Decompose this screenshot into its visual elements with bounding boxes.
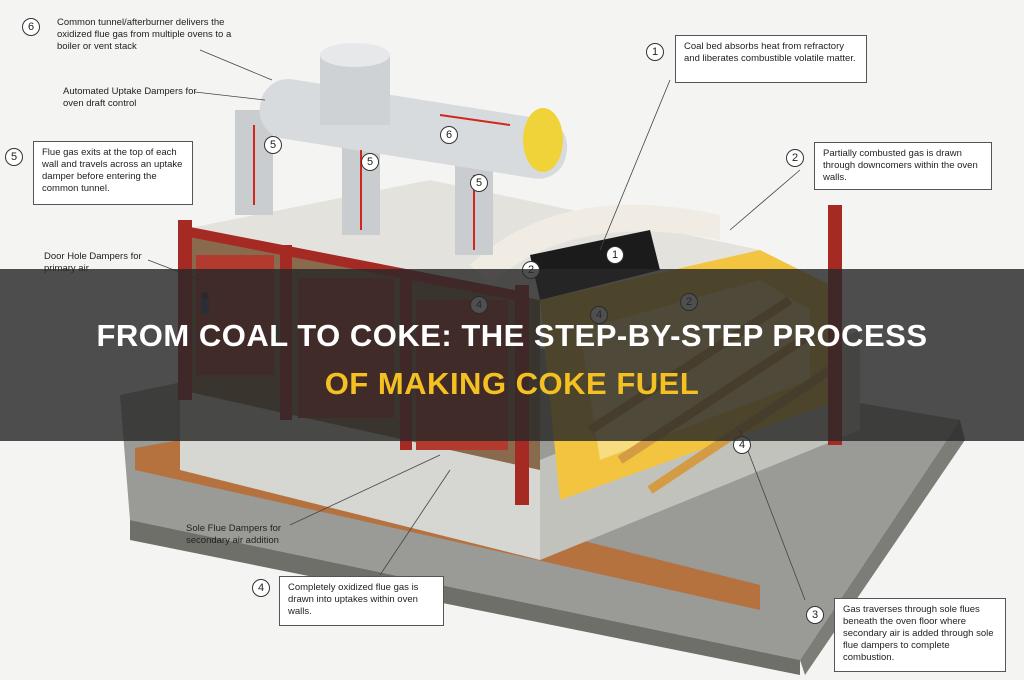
marker-5: 5	[264, 136, 282, 154]
callout-sole-flue-dampers: Sole Flue Dampers for secondary air addi…	[186, 523, 306, 547]
callout-number-3: 3	[806, 606, 824, 624]
callout-uptake-dampers: Automated Uptake Dampers for oven draft …	[63, 86, 213, 110]
page-title-line-1: FROM COAL TO COKE: THE STEP-BY-STEP PROC…	[0, 318, 1024, 354]
callout-coal-bed: Coal bed absorbs heat from refractory an…	[675, 35, 867, 83]
callout-oxidized-gas: Completely oxidized flue gas is drawn in…	[279, 576, 444, 626]
leader-line	[730, 170, 800, 230]
common-tunnel	[256, 75, 572, 183]
tunnel-opening	[523, 108, 563, 172]
callout-number-1: 1	[646, 43, 664, 61]
callout-number-6: 6	[22, 18, 40, 36]
callout-number-4: 4	[252, 579, 270, 597]
title-banner	[0, 269, 1024, 441]
marker-1: 1	[606, 246, 624, 264]
marker-5: 5	[470, 174, 488, 192]
callout-common-tunnel: Common tunnel/afterburner delivers the o…	[57, 17, 237, 53]
callout-number-2: 2	[786, 149, 804, 167]
marker-6-tunnel: 6	[440, 126, 458, 144]
leader-line	[200, 50, 272, 80]
callout-downcomers: Partially combusted gas is drawn through…	[814, 142, 992, 190]
callout-flue-gas-exit: Flue gas exits at the top of each wall a…	[33, 141, 193, 205]
marker-5: 5	[361, 153, 379, 171]
vent-stack-top	[320, 43, 390, 67]
callout-number-5: 5	[5, 148, 23, 166]
callout-sole-flues: Gas traverses through sole flues beneath…	[834, 598, 1006, 672]
page-title-line-2: OF MAKING COKE FUEL	[0, 366, 1024, 402]
